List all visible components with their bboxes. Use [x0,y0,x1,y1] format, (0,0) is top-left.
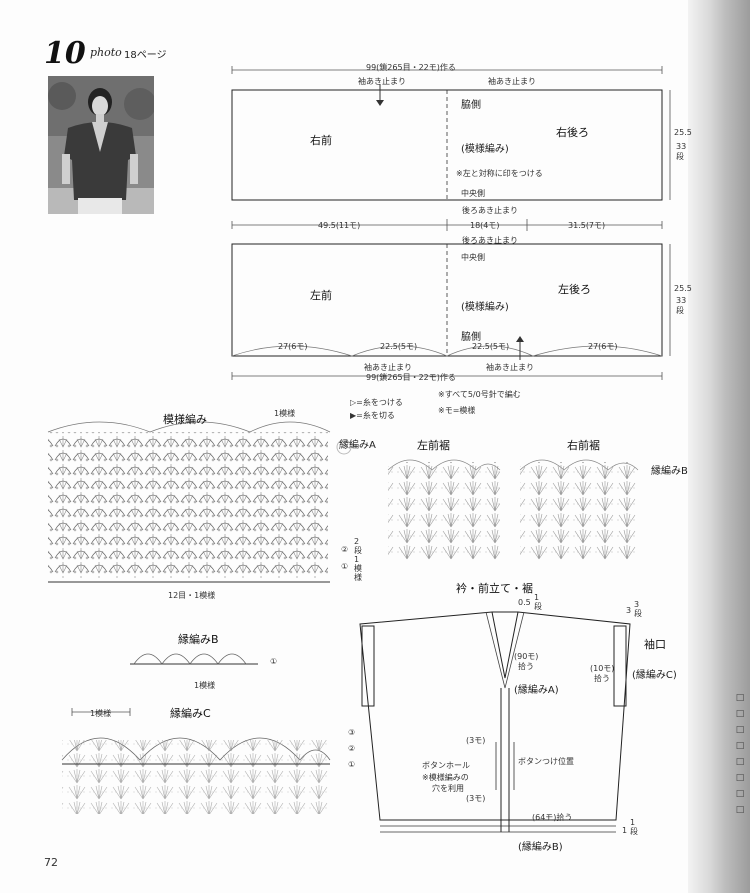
buttonhole-note-1: ※模様編みの [422,773,469,782]
book-spine-shadow [688,0,750,893]
dim-right: 31.5(7モ) [568,221,606,230]
label-bottom-center: 中央側 [461,253,485,262]
hem-edging-b: 縁編みB [651,466,688,477]
hem-pickup: (64モ)拾う [532,813,573,822]
assembly-title: 衿・前立て・裾 [456,582,533,595]
top-height-rows: 33段 [676,142,687,161]
cuff-edging-c: (縁編みC) [632,670,677,681]
neck-rows-unit: 1段 [534,593,542,611]
label-left-front: 左前 [310,289,332,302]
edging-a-label: 縁編みA [339,440,376,451]
edging-c-row-1: ① [348,760,356,769]
note-needle: ※すべて5/0号針で編む [438,390,521,399]
label-top-center: 中央側 [461,189,485,198]
symmetry-note: ※左と対称に印をつける [456,169,543,178]
bottom-total-width: 99(鎖265目・22モ)作る [366,373,456,382]
model-photo [48,76,154,214]
bottom-height-cm: 25.5 [674,284,692,293]
button-position: ボタンつけ位置 [518,757,574,766]
bottom-height-rows: 33段 [676,296,687,315]
pattern-chart-title: 模様編み [163,413,207,426]
bottom-seg-3: 22.5(5モ) [472,342,510,351]
top-sleeve-stop-right: 袖あき止まり [488,77,536,86]
left-front-hem-title: 左前裾 [417,439,450,452]
note-attach-yarn: ▷=糸をつける [350,398,403,407]
three-motif-lower: (3モ) [466,794,486,803]
edging-b-title: 縁編みB [178,633,219,646]
cuff-pickup-count: (10モ) [590,664,615,673]
label-bottom-side: 脇側 [461,332,481,343]
row-repeat-note: 2段1模様 [354,537,362,582]
photo-page-ref: 18ページ [124,50,167,61]
edging-c-row-2: ② [348,744,356,753]
label-bottom-pattern: (模様編み) [461,302,509,313]
hem-rows-unit: 1段 [630,818,638,836]
dim-center: 18(4モ) [470,221,500,230]
pattern-number: 10 [44,36,86,71]
next-page-edge-text: □□□□□□□□ [735,693,745,815]
top-total-width: 99(鎖265目・22モ)作る [366,63,456,72]
label-bottom-back-stop: 後ろあき止まり [462,236,518,245]
buttonhole-label: ボタンホール [422,761,470,770]
three-motif-upper: (3モ) [466,736,486,745]
label-top-pattern: (模様編み) [461,144,509,155]
cuff-pickup-word: 拾う [594,674,610,683]
label-right-back: 右後ろ [556,126,589,139]
edging-b-repeat: 1模様 [194,681,216,690]
neck-rows: 0.5 [518,598,531,607]
pattern-base-count: 12目・1模様 [168,591,216,600]
edging-b-row-1: ① [270,657,278,666]
bottom-seg-1: 27(6モ) [278,342,308,351]
cuff-title: 袖口 [644,638,666,651]
dim-left: 49.5(11モ) [318,221,361,230]
bottom-seg-2: 22.5(5モ) [380,342,418,351]
band-pickup-word: 拾う [518,662,534,671]
chart-row-1: ① [341,562,349,571]
chart-row-2: ② [341,545,349,554]
band-pickup-count: (90モ) [514,652,539,661]
cuff-rows: 3 [626,606,632,615]
right-front-hem-title: 右前裾 [567,439,600,452]
cuff-rows-unit: 3段 [634,600,642,618]
top-sleeve-stop-left: 袖あき止まり [358,77,406,86]
bottom-sleeve-stop-left: 袖あき止まり [364,363,412,372]
model-photo-illustration [48,76,154,214]
bottom-seg-4: 27(6モ) [588,342,618,351]
label-top-back-stop: 後ろあき止まり [462,206,518,215]
edging-c-repeat: 1模様 [90,709,112,718]
page-number: 72 [44,856,58,869]
hem-rows: 1 [622,826,628,835]
bottom-sleeve-stop-right: 袖あき止まり [486,363,534,372]
band-edging-a: (縁編みA) [514,685,559,696]
photo-label: photo [90,46,122,59]
edging-c-row-3: ③ [348,728,356,737]
label-left-back: 左後ろ [558,283,591,296]
note-motif: ※モ=模様 [438,406,476,415]
top-height-cm: 25.5 [674,128,692,137]
hem-edging-b-label: (縁編みB) [518,842,563,853]
buttonhole-note-2: 穴を利用 [432,784,464,793]
label-right-front: 右前 [310,134,332,147]
pattern-repeat: 1模様 [274,409,296,418]
note-cut-yarn: ▶=糸を切る [350,411,395,420]
label-top-side: 脇側 [461,100,481,111]
edging-c-title: 縁編みC [170,707,211,720]
